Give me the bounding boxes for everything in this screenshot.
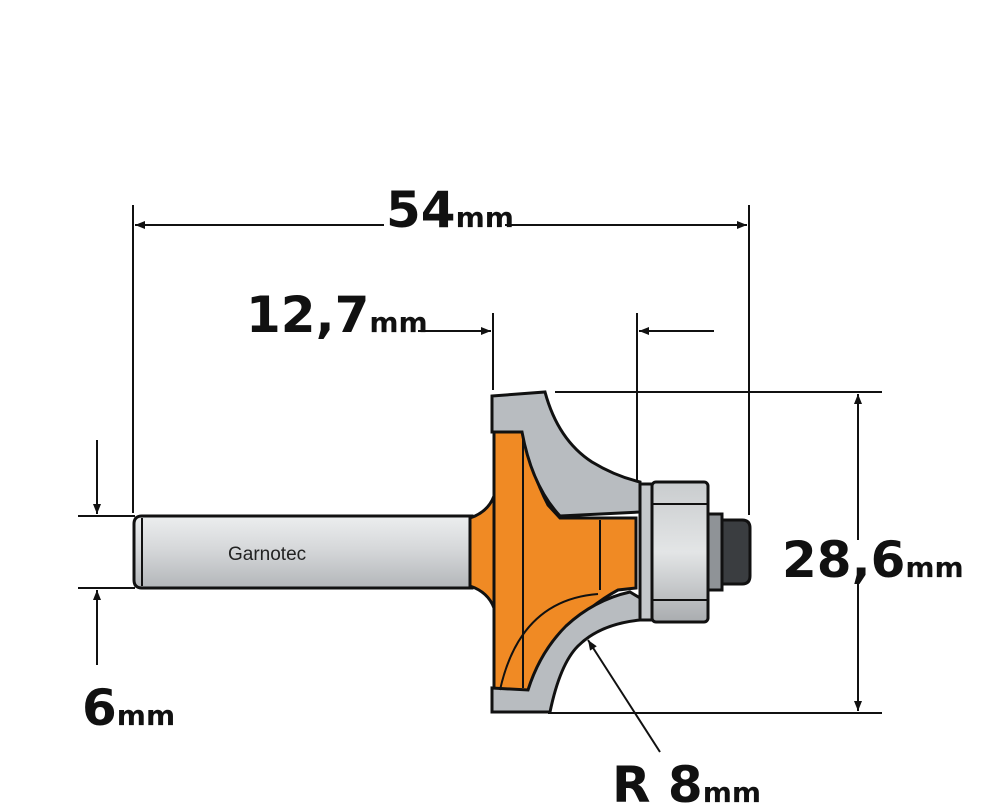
extension-lines bbox=[78, 205, 882, 714]
radius-label: R 8mm bbox=[612, 756, 761, 809]
diameter-label: 28,6mm bbox=[782, 531, 964, 589]
guide-bearing bbox=[638, 480, 752, 624]
overall-length-label: 54mm bbox=[386, 181, 514, 239]
neck bbox=[468, 495, 496, 609]
carbide-tip bbox=[490, 390, 642, 518]
shank: Garnotec bbox=[132, 514, 474, 590]
shank-label: 6mm bbox=[82, 679, 175, 737]
radius-leader bbox=[587, 639, 661, 753]
cutting-length-label: 12,7mm bbox=[246, 286, 428, 344]
dimension-lines bbox=[93, 221, 862, 753]
brand-label: Garnotec bbox=[228, 544, 306, 565]
